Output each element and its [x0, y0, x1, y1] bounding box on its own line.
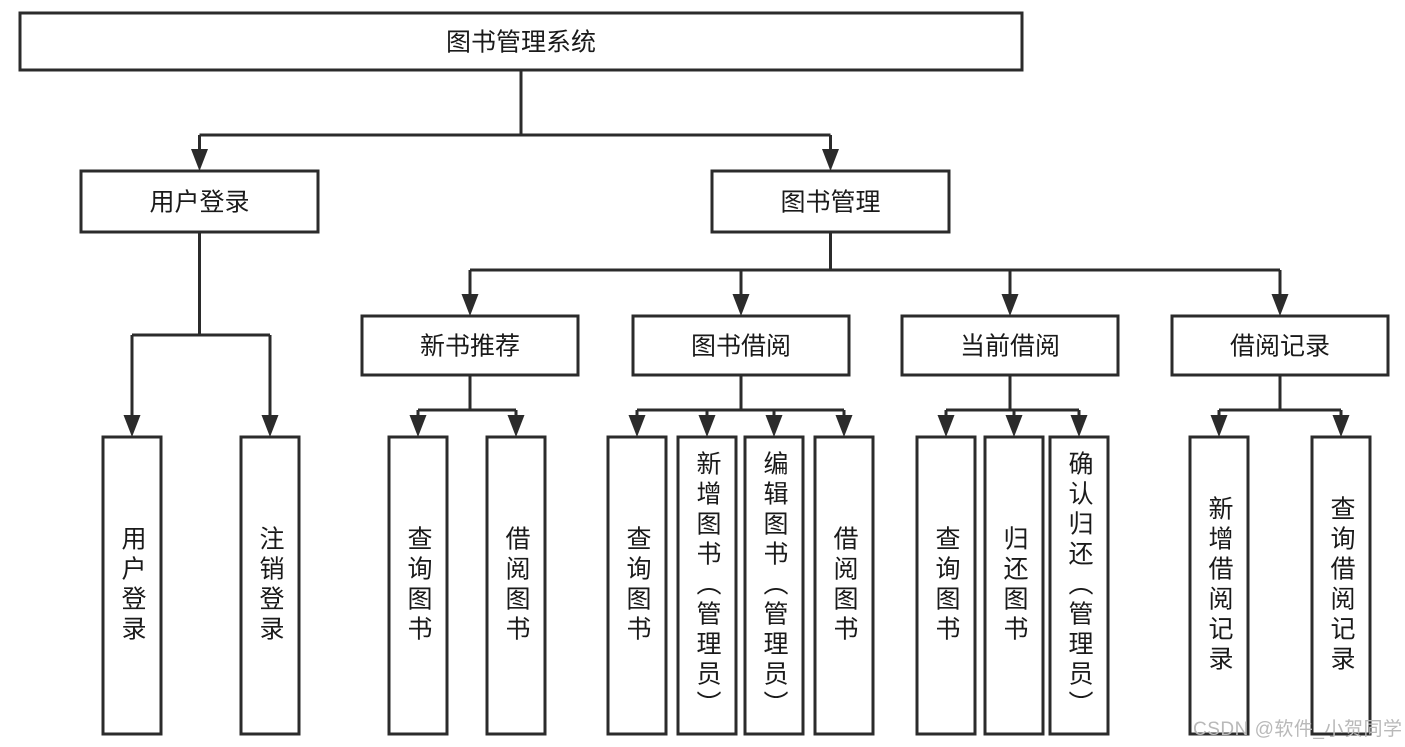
- node-leaf-user-logout[interactable]: 注销登录: [239, 435, 301, 736]
- node-leaf-query-book-2[interactable]: 查询图书: [606, 435, 668, 736]
- node-label-leaf-query-book-1: 查询图书: [404, 526, 433, 646]
- node-box-leaf-add-book: [676, 435, 738, 736]
- node-box-leaf-confirm-return: [1048, 435, 1110, 736]
- node-label-leaf-user-logout: 注销登录: [256, 526, 285, 646]
- node-leaf-edit-book[interactable]: 编辑图书（管理员）: [743, 435, 805, 736]
- node-leaf-confirm-return[interactable]: 确认归还（管理员）: [1048, 435, 1110, 736]
- node-label-leaf-return-book: 归还图书: [1000, 526, 1029, 646]
- node-borrow-record[interactable]: 借阅记录: [1170, 314, 1390, 377]
- node-leaf-borrow-book-1[interactable]: 借阅图书: [485, 435, 547, 736]
- node-label-root: 图书管理系统: [446, 29, 596, 57]
- node-leaf-query-book-1[interactable]: 查询图书: [387, 435, 449, 736]
- node-label-book-borrow: 图书借阅: [691, 333, 791, 361]
- node-leaf-return-book[interactable]: 归还图书: [983, 435, 1045, 736]
- node-label-leaf-query-book-2: 查询图书: [623, 526, 652, 646]
- node-leaf-query-record[interactable]: 查询借阅记录: [1310, 435, 1372, 736]
- node-box-new-book-rec: [360, 314, 580, 377]
- node-book-manage[interactable]: 图书管理: [710, 169, 951, 234]
- node-box-book-borrow: [631, 314, 851, 377]
- node-box-leaf-borrow-book-1: [485, 435, 547, 736]
- node-label-leaf-borrow-book-2: 借阅图书: [830, 526, 859, 646]
- node-box-leaf-query-record: [1310, 435, 1372, 736]
- node-layer: 图书管理系统用户登录图书管理新书推荐图书借阅当前借阅借阅记录用户登录注销登录查询…: [18, 11, 1390, 736]
- node-label-leaf-edit-book: 编辑图书（管理员）: [760, 451, 789, 721]
- node-leaf-add-record[interactable]: 新增借阅记录: [1188, 435, 1250, 736]
- csdn-watermark: CSDN @软件_小贺同学: [1193, 719, 1403, 740]
- node-box-leaf-user-logout: [239, 435, 301, 736]
- node-new-book-rec[interactable]: 新书推荐: [360, 314, 580, 377]
- node-leaf-user-login[interactable]: 用户登录: [101, 435, 163, 736]
- node-box-leaf-query-book-1: [387, 435, 449, 736]
- node-label-current-borrow: 当前借阅: [960, 333, 1060, 361]
- node-label-leaf-add-book: 新增图书（管理员）: [693, 451, 722, 721]
- node-box-leaf-user-login: [101, 435, 163, 736]
- node-label-user-login: 用户登录: [149, 189, 249, 217]
- node-label-leaf-confirm-return: 确认归还（管理员）: [1065, 451, 1094, 721]
- node-book-borrow[interactable]: 图书借阅: [631, 314, 851, 377]
- node-box-leaf-borrow-book-2: [813, 435, 875, 736]
- node-label-new-book-rec: 新书推荐: [420, 333, 520, 361]
- node-leaf-borrow-book-2[interactable]: 借阅图书: [813, 435, 875, 736]
- node-user-login[interactable]: 用户登录: [79, 169, 320, 234]
- node-label-borrow-record: 借阅记录: [1230, 333, 1330, 361]
- node-label-leaf-borrow-book-1: 借阅图书: [502, 526, 531, 646]
- node-box-root: [18, 11, 1024, 72]
- node-label-leaf-query-book-3: 查询图书: [932, 526, 961, 646]
- node-box-borrow-record: [1170, 314, 1390, 377]
- node-box-current-borrow: [900, 314, 1120, 377]
- node-root[interactable]: 图书管理系统: [18, 11, 1024, 72]
- node-box-book-manage: [710, 169, 951, 234]
- node-leaf-query-book-3[interactable]: 查询图书: [915, 435, 977, 736]
- node-box-user-login: [79, 169, 320, 234]
- node-label-leaf-user-login: 用户登录: [118, 526, 147, 646]
- node-box-leaf-edit-book: [743, 435, 805, 736]
- node-leaf-add-book[interactable]: 新增图书（管理员）: [676, 435, 738, 736]
- node-label-leaf-query-record: 查询借阅记录: [1327, 496, 1356, 676]
- node-box-leaf-query-book-3: [915, 435, 977, 736]
- node-current-borrow[interactable]: 当前借阅: [900, 314, 1120, 377]
- connector-layer: [123, 70, 1350, 437]
- node-box-leaf-add-record: [1188, 435, 1250, 736]
- node-label-book-manage: 图书管理: [780, 189, 880, 217]
- node-label-leaf-add-record: 新增借阅记录: [1205, 496, 1234, 676]
- node-box-leaf-return-book: [983, 435, 1045, 736]
- node-box-leaf-query-book-2: [606, 435, 668, 736]
